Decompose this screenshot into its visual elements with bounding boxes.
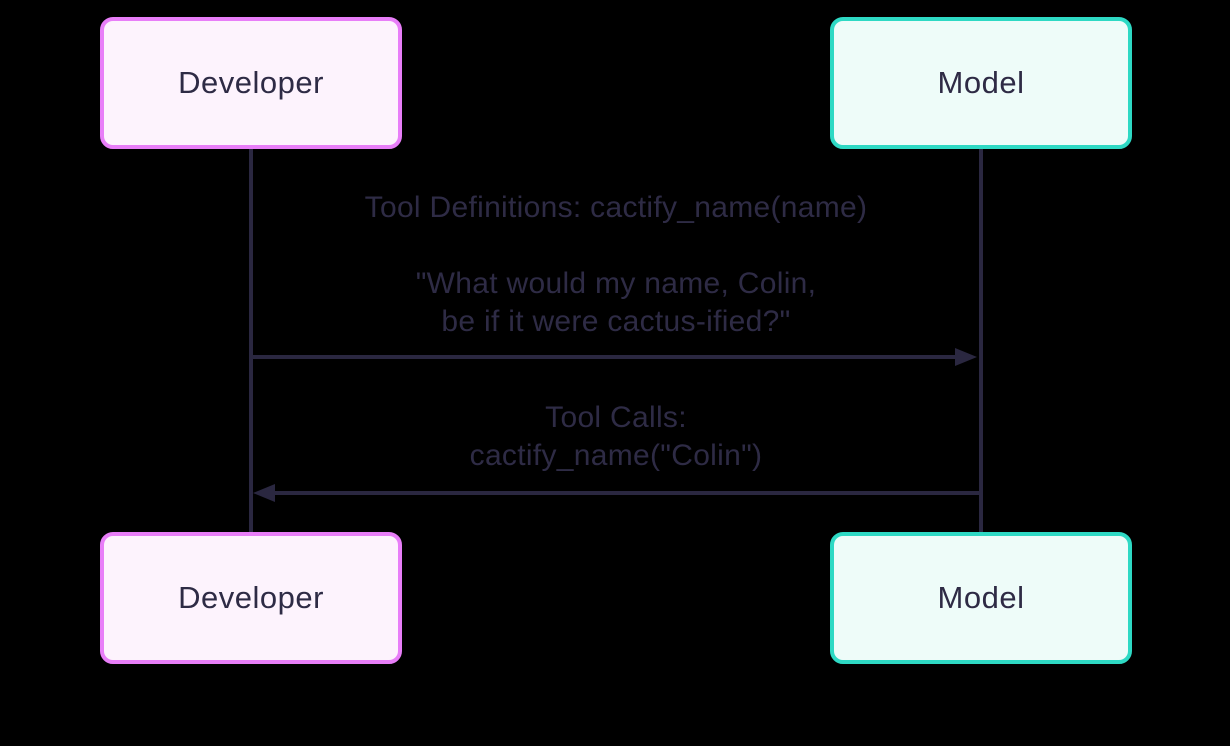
message-line: Tool Calls: xyxy=(545,401,687,434)
arrow-model-to-developer xyxy=(273,491,981,495)
actor-box-model-bottom: Model xyxy=(830,532,1132,664)
message-line: be if it were cactus-ified?" xyxy=(441,305,791,338)
actor-label-model: Model xyxy=(937,580,1025,615)
lifeline-model xyxy=(979,149,983,533)
actor-box-model-top: Model xyxy=(830,17,1132,149)
arrowhead-left-icon xyxy=(253,484,275,502)
message-line: Tool Definitions: cactify_name(name) xyxy=(364,191,868,224)
arrowhead-right-icon xyxy=(955,348,977,366)
actor-label-developer: Developer xyxy=(178,65,324,100)
message-line: "What would my name, Colin, xyxy=(415,267,817,300)
lifeline-developer xyxy=(249,149,253,533)
message-label-tool-calls: Tool Calls: cactify_name("Colin") xyxy=(251,399,981,475)
message-label-tool-definitions: Tool Definitions: cactify_name(name) "Wh… xyxy=(251,189,981,341)
arrow-developer-to-model xyxy=(251,355,957,359)
actor-box-developer-bottom: Developer xyxy=(100,532,402,664)
message-line: cactify_name("Colin") xyxy=(469,439,763,472)
actor-box-developer-top: Developer xyxy=(100,17,402,149)
actor-label-developer: Developer xyxy=(178,580,324,615)
actor-label-model: Model xyxy=(937,65,1025,100)
